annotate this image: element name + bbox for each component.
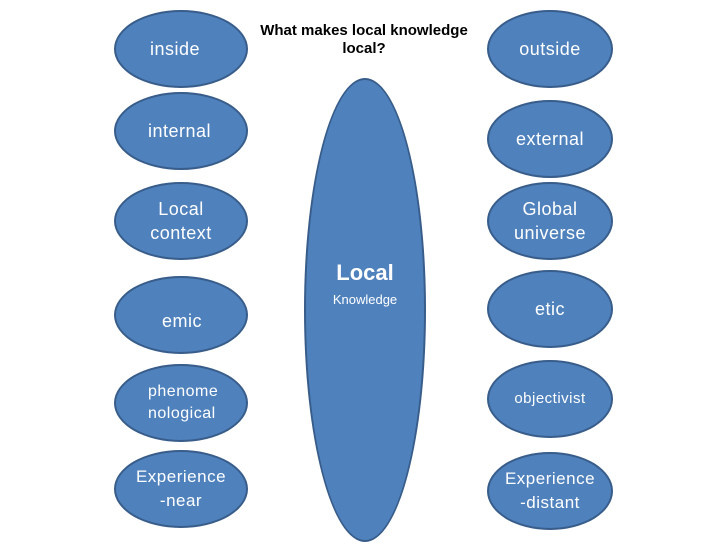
left-oval-label: phenome nological [148, 383, 219, 422]
left-oval-inside: inside [114, 10, 248, 88]
left-oval-local-context: Local context [114, 182, 248, 260]
right-oval-label: external [515, 129, 585, 149]
center-oval-local-knowledge: Local Knowledge [304, 78, 426, 542]
right-oval-etic: etic [487, 270, 613, 348]
right-oval-label: Experience -distant [504, 469, 596, 512]
diagram-title: What makes local knowledge local? [260, 22, 468, 57]
left-oval-label: Local context [150, 199, 212, 243]
left-oval-emic: emic [114, 276, 248, 354]
right-oval-external: external [487, 100, 613, 178]
right-oval-label: outside [519, 39, 581, 59]
right-oval-label: etic [534, 299, 565, 319]
left-oval-label: emic [162, 311, 203, 331]
right-oval-outside: outside [487, 10, 613, 88]
right-oval-label: objectivist [514, 390, 586, 407]
left-oval-label: Experience -near [135, 467, 227, 510]
left-oval-experience-near: Experience -near [114, 450, 248, 528]
left-oval-label: internal [148, 121, 212, 141]
left-oval-phenomenological: phenome nological [114, 364, 248, 442]
center-oval-sub-label: Knowledge [332, 292, 398, 307]
left-oval-label: inside [150, 39, 201, 59]
center-oval-main-label: Local [336, 260, 394, 285]
right-oval-objectivist: objectivist [487, 360, 613, 438]
right-oval-global-universe: Global universe [487, 182, 613, 260]
left-oval-internal: internal [114, 92, 248, 170]
right-oval-experience-distant: Experience -distant [487, 452, 613, 530]
right-oval-label: Global universe [513, 199, 587, 243]
